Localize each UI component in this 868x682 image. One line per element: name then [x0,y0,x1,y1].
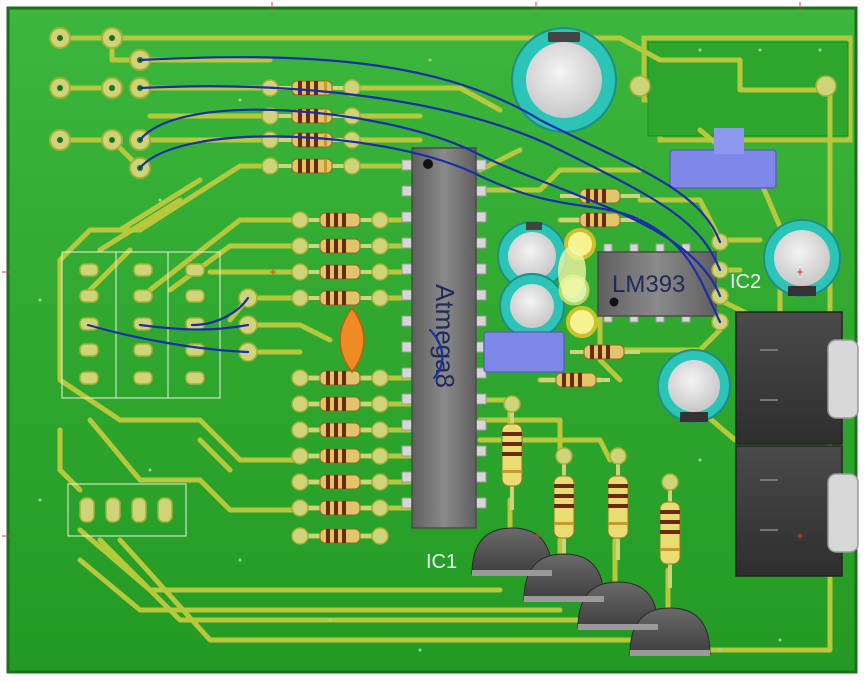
jumper-wires [86,56,722,380]
resistors-left-column [291,211,389,545]
capacitor-top-large [511,27,617,133]
copper-pour [641,35,853,143]
resistors-top [261,79,361,175]
led-indicators [558,228,598,338]
registration-marks [2,2,803,539]
capacitor-right-top [763,219,841,297]
connector-outline-bottom [67,483,187,537]
capacitor-mid-lower [499,273,565,339]
ceramic-capacitor [339,306,365,374]
capacitor-right-mid [657,349,731,423]
jumper-pads-right [629,75,837,331]
ic2-label: IC2 [730,271,761,293]
film-capacitor-mid [483,331,565,373]
lm393-label: LM393 [612,271,685,298]
resistors-vertical [501,395,681,588]
transistors [471,527,711,656]
audio-jack-top [735,311,859,445]
via-dots [38,48,822,652]
film-capacitor-top [669,128,777,189]
atmega8-chip: Atmega8 [401,147,487,529]
lm393-chip: LM393 [597,243,717,323]
connector-outline-left [61,251,221,399]
audio-jack-bottom [735,445,859,577]
ic1-label: IC1 [426,551,457,573]
